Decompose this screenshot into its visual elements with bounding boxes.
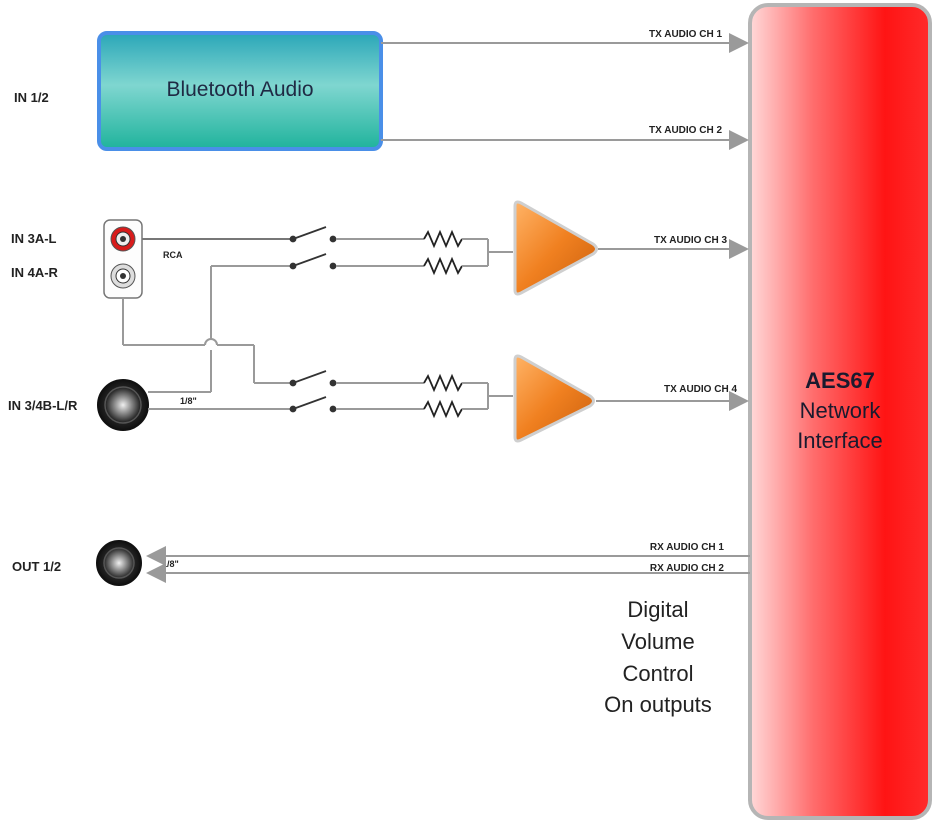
amplifier-1: [513, 200, 598, 296]
rca-label: RCA: [163, 250, 183, 260]
aes67-title: AES67: [805, 368, 875, 393]
rx-ch2-label: RX AUDIO CH 2: [650, 563, 725, 574]
tx-ch3-wire: TX AUDIO CH 3: [598, 235, 749, 259]
digital-volume-note: Digital Volume Control On outputs: [604, 597, 712, 717]
label-in-4a-r: IN 4A-R: [11, 265, 59, 280]
bluetooth-audio-block: Bluetooth Audio: [97, 31, 383, 151]
output-jack-1-8: 1/8": [96, 540, 179, 586]
switch-to-resistor-wires: [336, 238, 424, 410]
rca-wiring: [122, 238, 290, 410]
aes67-network-interface-block: AES67 Network Interface: [748, 3, 932, 820]
note-line-4: On outputs: [604, 692, 712, 717]
input-jack-1-8: 1/8": [97, 379, 197, 431]
note-line-1: Digital: [627, 597, 688, 622]
input-jack-label: 1/8": [180, 396, 197, 406]
tx-ch2-label: TX AUDIO CH 2: [649, 125, 722, 136]
amplifier-2: [513, 354, 595, 443]
rca-connector: RCA: [103, 219, 183, 299]
note-line-3: Control: [623, 661, 694, 686]
tx-ch1-wire: TX AUDIO CH 1: [381, 29, 749, 53]
note-line-2: Volume: [621, 629, 694, 654]
bluetooth-audio-label: Bluetooth Audio: [166, 78, 313, 101]
summing-wires: [462, 238, 513, 410]
tx-ch4-wire: TX AUDIO CH 4: [596, 384, 749, 411]
tx-ch3-label: TX AUDIO CH 3: [654, 235, 727, 246]
rx-ch2-wire: RX AUDIO CH 2: [146, 563, 750, 583]
tx-ch1-label: TX AUDIO CH 1: [649, 29, 722, 40]
label-in-3-4b: IN 3/4B-L/R: [8, 398, 78, 413]
resistors: [423, 229, 463, 419]
rx-ch1-label: RX AUDIO CH 1: [650, 542, 725, 553]
label-in-1-2: IN 1/2: [14, 90, 49, 105]
switch-bank-1: [289, 226, 337, 270]
switch-bank-2: [289, 370, 337, 413]
tx-ch4-label: TX AUDIO CH 4: [664, 384, 737, 395]
aes67-line-interface: Interface: [797, 428, 883, 453]
label-out-1-2: OUT 1/2: [12, 559, 61, 574]
rx-ch1-wire: RX AUDIO CH 1: [146, 542, 750, 566]
output-jack-label: 1/8": [162, 559, 179, 569]
label-in-3a-l: IN 3A-L: [11, 231, 57, 246]
tx-ch2-wire: TX AUDIO CH 2: [381, 125, 749, 150]
aes67-line-network: Network: [800, 398, 882, 423]
